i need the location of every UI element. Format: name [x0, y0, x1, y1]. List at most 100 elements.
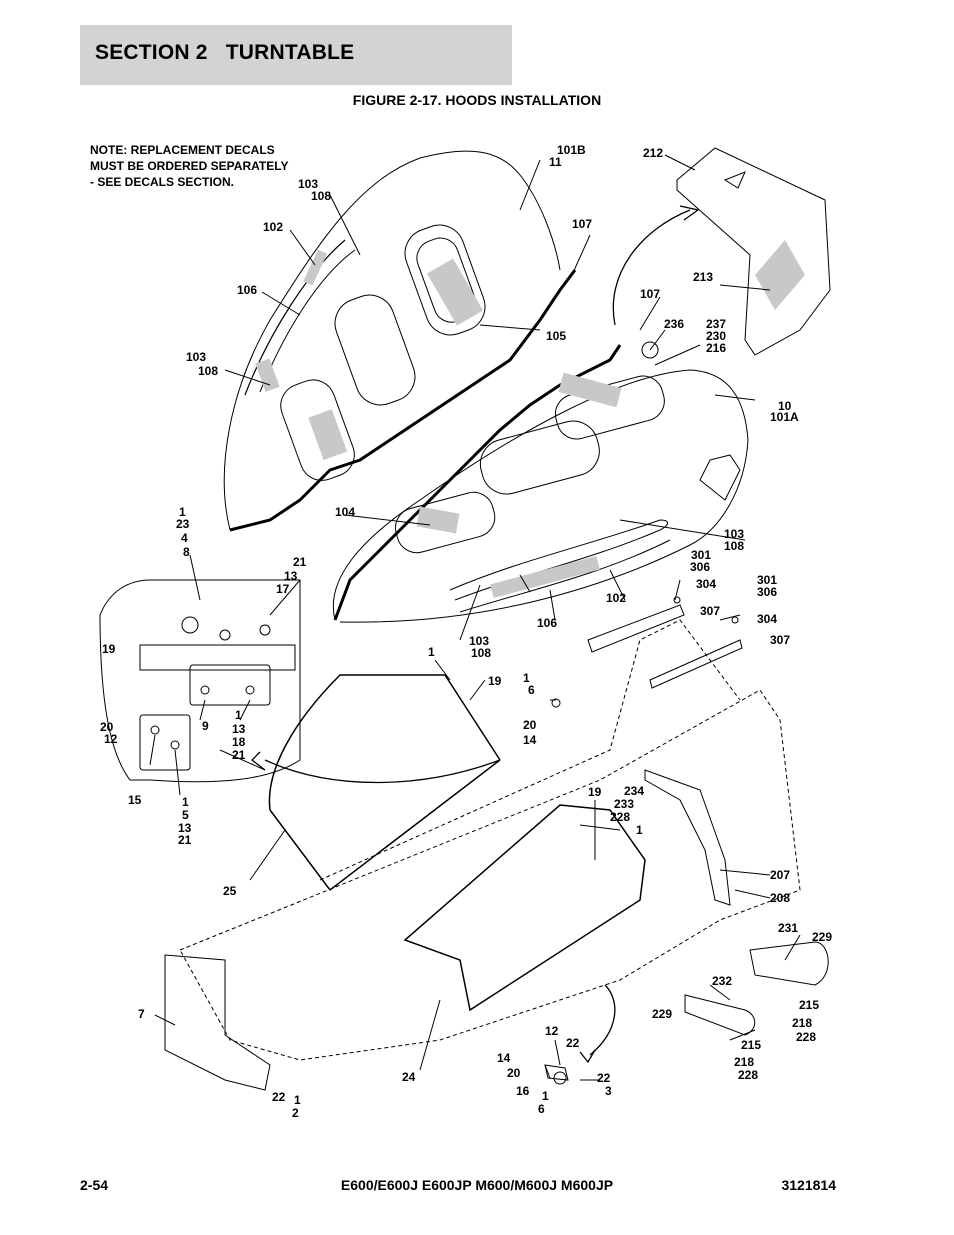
callout-label: 105	[546, 329, 566, 343]
callout-label: 306	[690, 560, 710, 574]
callout-label: 5	[182, 808, 189, 822]
callout-label: 20	[523, 718, 537, 732]
callout-label: 307	[770, 633, 790, 647]
callout-label: 1	[179, 505, 186, 519]
callout-label: 108	[311, 189, 331, 203]
callout-label: 7	[138, 1007, 145, 1021]
callout-label: 207	[770, 868, 790, 882]
callout-label: 108	[198, 364, 218, 378]
callout-label: 15	[128, 793, 142, 807]
callout-label: 103	[298, 177, 318, 191]
callout-label: 233	[614, 797, 634, 811]
callout-label: 102	[263, 220, 283, 234]
callout-label: 4	[181, 531, 188, 545]
callout-label: 215	[799, 998, 819, 1012]
callout-label: 301	[757, 573, 777, 587]
callout-label: 21	[293, 555, 307, 569]
callout-label: 19	[102, 642, 116, 656]
callout-label: 218	[792, 1016, 812, 1030]
callout-label: 106	[537, 616, 557, 630]
callout-label: 228	[796, 1030, 816, 1044]
callout-label: 301	[691, 548, 711, 562]
callout-label: 13	[232, 722, 246, 736]
callout-label: 213	[693, 270, 713, 284]
callout-label: 13	[178, 821, 192, 835]
callout-label: 1	[542, 1089, 549, 1103]
callout-label: 22	[597, 1071, 611, 1085]
callout-label: 230	[706, 329, 726, 343]
callout-label: 102	[606, 591, 626, 605]
callout-label: 101B	[557, 143, 586, 157]
document-number: 3121814	[781, 1177, 836, 1193]
callout-label: 218	[734, 1055, 754, 1069]
callout-label: 2	[292, 1106, 299, 1120]
callout-label: 6	[538, 1102, 545, 1116]
callout-label: 9	[202, 719, 209, 733]
callout-label: 24	[402, 1070, 416, 1084]
callout-label: 6	[528, 683, 535, 697]
callout-label: 216	[706, 341, 726, 355]
callout-label: 8	[183, 545, 190, 559]
callout-label: 307	[700, 604, 720, 618]
callout-label: 23	[176, 517, 190, 531]
section-title: SECTION 2 TURNTABLE	[95, 41, 355, 64]
callout-label: 103	[469, 634, 489, 648]
callout-label: 107	[572, 217, 592, 231]
callout-label: 236	[664, 317, 684, 331]
callout-label: 229	[812, 930, 832, 944]
callout-label: 3	[605, 1084, 612, 1098]
callout-label: 19	[588, 785, 602, 799]
callout-label: 21	[232, 748, 246, 762]
callout-label: 104	[335, 505, 355, 519]
callout-label: 103	[186, 350, 206, 364]
callout-label: 237	[706, 317, 726, 331]
callout-label: 232	[712, 974, 732, 988]
callout-label: 12	[104, 732, 118, 746]
callout-label: 234	[624, 784, 644, 798]
part-callouts: 101B 11 212 103 108 107 102 213 106 107 …	[100, 143, 832, 1120]
callout-label: 14	[523, 733, 537, 747]
callout-label: 20	[100, 720, 114, 734]
callout-label: 18	[232, 735, 246, 749]
callout-label: 17	[276, 582, 290, 596]
callout-label: 103	[724, 527, 744, 541]
callout-label: 228	[610, 810, 630, 824]
callout-label: 108	[724, 539, 744, 553]
callout-label: 1	[235, 708, 242, 722]
callout-label: 215	[741, 1038, 761, 1052]
callout-label: 11	[549, 155, 562, 169]
callout-label: 212	[643, 146, 663, 160]
callout-label: 1	[182, 795, 189, 809]
callout-label: 19	[488, 674, 502, 688]
callout-label: 304	[696, 577, 716, 591]
callout-label: 108	[471, 646, 491, 660]
callout-label: 22	[272, 1090, 286, 1104]
callout-label: 306	[757, 585, 777, 599]
callout-label: 10	[778, 399, 792, 413]
callout-label: 228	[738, 1068, 758, 1082]
callout-label: 13	[284, 569, 298, 583]
callout-label: 1	[636, 823, 643, 837]
callout-label: 21	[178, 833, 192, 847]
callout-label: 208	[770, 891, 790, 905]
callout-label: 25	[223, 884, 237, 898]
callout-label: 14	[497, 1051, 511, 1065]
callout-label: 106	[237, 283, 257, 297]
callout-label: 231	[778, 921, 798, 935]
callout-label: 101A	[770, 410, 799, 424]
callout-label: 229	[652, 1007, 672, 1021]
callout-label: 107	[640, 287, 660, 301]
section-header-bar: SECTION 2 TURNTABLE	[80, 25, 512, 85]
callout-label: 16	[516, 1084, 530, 1098]
callout-label: 1	[294, 1093, 301, 1107]
callout-label: 12	[545, 1024, 559, 1038]
decal-note: NOTE: REPLACEMENT DECALS MUST BE ORDERED…	[90, 143, 289, 189]
model-list: E600/E600J E600JP M600/M600J M600JP	[340, 1177, 614, 1193]
callout-label: 22	[566, 1036, 580, 1050]
callout-label: 304	[757, 612, 777, 626]
callout-label: 1	[428, 645, 435, 659]
callout-label: 1	[523, 671, 530, 685]
page-number: 2-54	[80, 1177, 109, 1193]
callout-label: 20	[507, 1066, 521, 1080]
